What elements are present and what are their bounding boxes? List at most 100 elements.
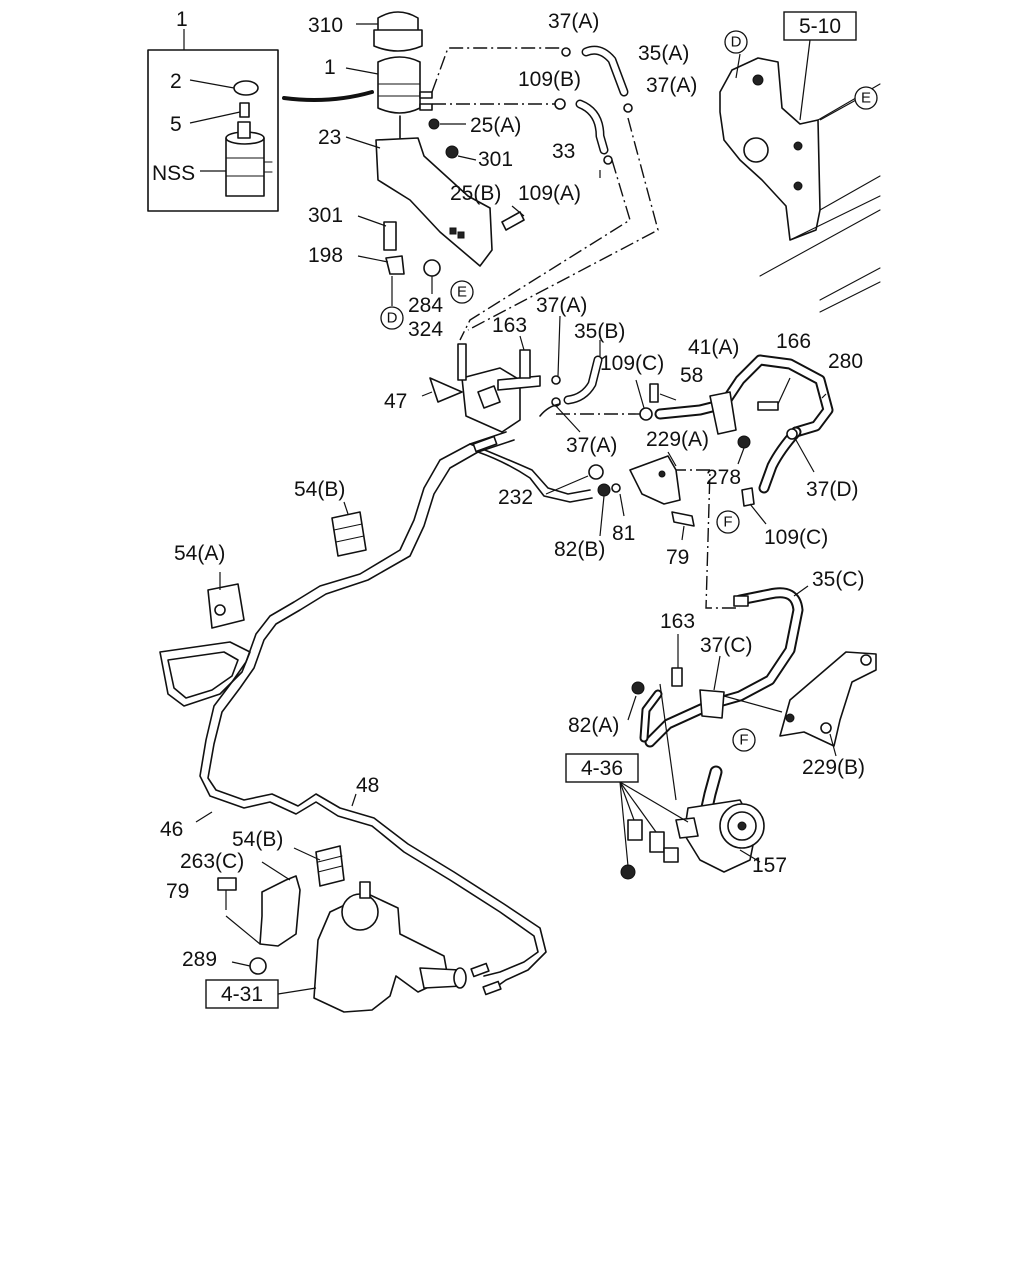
clamp-109b — [554, 98, 566, 110]
label-48: 48 — [356, 774, 379, 797]
marker-f-right: F — [716, 510, 740, 534]
hose-35a — [554, 45, 633, 113]
label-37a-3: 37(A) — [536, 294, 587, 317]
label-109a: 109(A) — [518, 182, 581, 205]
reservoir-part-1 — [377, 56, 421, 114]
label-37a-1: 37(A) — [548, 10, 599, 33]
label-278: 278 — [706, 466, 741, 489]
ref-box-5-10: 5-10 — [783, 11, 857, 41]
label-81: 81 — [612, 522, 635, 545]
hose-33 — [575, 99, 613, 178]
label-46: 46 — [160, 818, 183, 841]
svg-text:5-10: 5-10 — [799, 15, 841, 38]
label-37d: 37(D) — [806, 478, 859, 501]
pump-bolt-1 — [627, 819, 643, 841]
frame-detail-5-10 — [719, 39, 881, 313]
bolt-25a — [428, 118, 440, 130]
bracket-41a — [709, 391, 737, 435]
cap-part-2 — [233, 80, 259, 96]
label-263c: 263(C) — [180, 850, 244, 873]
bolt-163-lower — [671, 667, 683, 687]
label-232: 232 — [498, 486, 533, 509]
label-198: 198 — [308, 244, 343, 267]
clamp-54b-lower — [293, 845, 345, 887]
pump-washer — [663, 847, 679, 863]
svg-text:E: E — [457, 284, 467, 301]
bracket-263c — [217, 861, 301, 975]
label-310: 310 — [308, 14, 343, 37]
nut-284 — [423, 259, 441, 277]
label-166: 166 — [776, 330, 811, 353]
nut-289 — [249, 957, 267, 975]
label-229a: 229(A) — [646, 428, 709, 451]
label-1: 1 — [176, 8, 188, 31]
label-79a: 79 — [666, 546, 689, 569]
svg-text:4-36: 4-36 — [581, 757, 623, 780]
label-109c-2: 109(C) — [764, 526, 828, 549]
label-109c-1: 109(C) — [600, 352, 664, 375]
bolt-79-lower — [217, 877, 237, 891]
label-25b: 25(B) — [450, 182, 501, 205]
svg-text:F: F — [739, 732, 748, 749]
svg-text:D: D — [731, 34, 742, 51]
label-54a: 54(A) — [174, 542, 225, 565]
label-37a-2: 37(A) — [646, 74, 697, 97]
nut-82a — [631, 681, 645, 695]
bolt-163-upper — [519, 349, 531, 379]
label-301b: 301 — [308, 204, 343, 227]
marker-e-valve: E — [450, 280, 474, 304]
ref-box-4-36: 4-36 — [565, 753, 639, 783]
marker-d-top-right: D — [724, 30, 748, 54]
label-2: 2 — [170, 70, 182, 93]
clip-198 — [385, 255, 405, 275]
ref-box-4-31: 4-31 — [205, 979, 279, 1009]
label-284: 284 — [408, 294, 443, 317]
label-324: 324 — [408, 318, 443, 341]
nut-82b — [597, 483, 611, 497]
svg-text:D: D — [387, 310, 398, 327]
label-163a: 163 — [492, 314, 527, 337]
hose-35b — [563, 340, 603, 405]
label-229b: 229(B) — [802, 756, 865, 779]
label-82b: 82(B) — [554, 538, 605, 561]
bracket-23 — [345, 118, 525, 306]
clamp-109a — [603, 155, 613, 165]
bolt-58 — [649, 383, 659, 403]
label-33: 33 — [552, 140, 575, 163]
reservoir-kit-inset — [147, 29, 279, 212]
clamp-37c — [699, 689, 725, 719]
clamp-37a-right — [623, 103, 633, 113]
label-37c: 37(C) — [700, 634, 753, 657]
nut-278 — [737, 435, 751, 449]
clamp-37d — [786, 428, 798, 440]
label-1b: 1 — [324, 56, 336, 79]
bolt-301-lower — [383, 221, 397, 251]
label-35c: 35(C) — [812, 568, 865, 591]
pressure-pipes-46-48 — [159, 431, 611, 996]
label-54b-2: 54(B) — [232, 828, 283, 851]
label-35b: 35(B) — [574, 320, 625, 343]
label-47: 47 — [384, 390, 407, 413]
svg-text:4-31: 4-31 — [221, 983, 263, 1006]
hose-41a-280 — [635, 354, 834, 494]
clamp-54b-upper — [331, 501, 367, 557]
label-25a: 25(A) — [470, 114, 521, 137]
reference-chain-lines — [431, 47, 740, 609]
label-289: 289 — [182, 948, 217, 971]
reservoir-body-nss — [225, 137, 265, 197]
label-79b: 79 — [166, 880, 189, 903]
bracket-229b — [723, 651, 877, 757]
clamp-37a-top — [561, 47, 571, 57]
washer-81 — [611, 483, 621, 493]
label-5: 5 — [170, 113, 182, 136]
pump-nut — [620, 864, 636, 880]
label-109b: 109(B) — [518, 68, 581, 91]
label-35a: 35(A) — [638, 42, 689, 65]
label-23: 23 — [318, 126, 341, 149]
label-301a: 301 — [478, 148, 513, 171]
svg-text:E: E — [861, 90, 871, 107]
label-82a: 82(A) — [568, 714, 619, 737]
label-nss: NSS — [152, 162, 195, 185]
clamp-54a — [207, 572, 245, 629]
